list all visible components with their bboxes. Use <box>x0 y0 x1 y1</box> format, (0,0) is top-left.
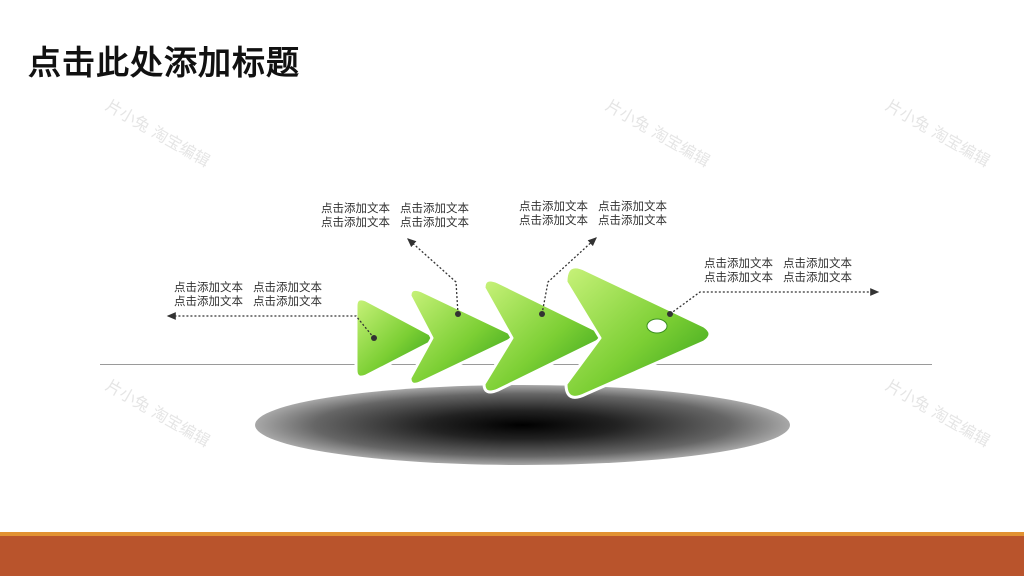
text-line: 点击添加文本 <box>321 215 390 229</box>
connector-3 <box>539 237 597 317</box>
footer-bar <box>0 536 1024 576</box>
text-line: 点击添加文本 <box>704 256 773 270</box>
ground-shadow <box>255 385 790 465</box>
text-line: 点击添加文本 <box>253 280 322 294</box>
text-line: 点击添加文本 <box>704 270 773 284</box>
text-block-1[interactable]: 点击添加文本点击添加文本点击添加文本点击添加文本 <box>174 280 332 308</box>
text-block-2[interactable]: 点击添加文本点击添加文本点击添加文本点击添加文本 <box>321 201 479 229</box>
eye-hole <box>646 318 668 334</box>
text-line: 点击添加文本 <box>519 213 588 227</box>
text-line: 点击添加文本 <box>400 201 469 215</box>
text-line: 点击添加文本 <box>519 199 588 213</box>
page-title[interactable]: 点击此处添加标题 <box>28 43 300 82</box>
chevron-4[interactable] <box>564 265 712 399</box>
text-line: 点击添加文本 <box>321 201 390 215</box>
text-line: 点击添加文本 <box>174 294 243 308</box>
text-line: 点击添加文本 <box>783 270 852 284</box>
connector-2 <box>407 238 461 317</box>
text-line: 点击添加文本 <box>598 199 667 213</box>
text-line: 点击添加文本 <box>253 294 322 308</box>
footer-accent-line <box>0 532 1024 536</box>
text-line: 点击添加文本 <box>174 280 243 294</box>
text-block-3[interactable]: 点击添加文本点击添加文本点击添加文本点击添加文本 <box>519 199 677 227</box>
text-line: 点击添加文本 <box>598 213 667 227</box>
connector-1 <box>166 312 377 341</box>
text-block-4[interactable]: 点击添加文本点击添加文本点击添加文本点击添加文本 <box>704 256 862 284</box>
connector-4 <box>667 288 880 317</box>
text-line: 点击添加文本 <box>400 215 469 229</box>
text-line: 点击添加文本 <box>783 256 852 270</box>
